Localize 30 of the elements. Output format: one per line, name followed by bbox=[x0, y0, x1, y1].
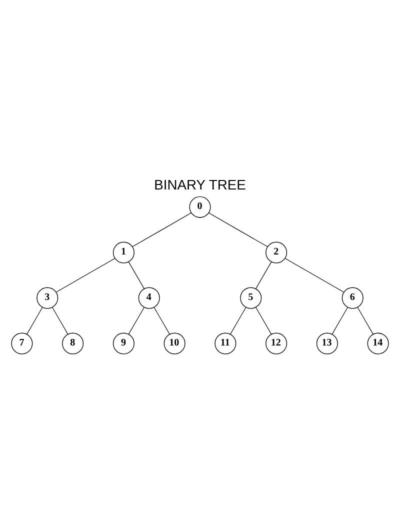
node-circle: 12 bbox=[266, 332, 288, 354]
connector bbox=[26, 306, 43, 334]
node-circle: 13 bbox=[316, 332, 338, 354]
connector bbox=[230, 306, 246, 334]
connector bbox=[332, 306, 348, 334]
connector bbox=[154, 306, 170, 334]
connector bbox=[128, 260, 145, 289]
node-circle: 14 bbox=[367, 332, 389, 354]
connector bbox=[52, 306, 68, 334]
node-circle: 0 bbox=[189, 196, 211, 218]
node-circle: 9 bbox=[112, 332, 134, 354]
node-circle: 6 bbox=[342, 286, 364, 308]
node-circle: 4 bbox=[138, 286, 160, 308]
diagram-title: BINARY TREE bbox=[154, 176, 246, 192]
connector bbox=[132, 212, 192, 246]
node-circle: 3 bbox=[36, 286, 58, 308]
node-circle: 5 bbox=[240, 286, 262, 308]
connector bbox=[284, 258, 344, 292]
connector bbox=[357, 306, 374, 334]
connector bbox=[255, 260, 272, 289]
node-circle: 8 bbox=[62, 332, 84, 354]
node-circle: 10 bbox=[164, 332, 186, 354]
connector bbox=[255, 306, 272, 334]
connector bbox=[56, 258, 116, 292]
connector bbox=[208, 212, 268, 246]
node-circle: 7 bbox=[11, 332, 33, 354]
connector bbox=[128, 306, 145, 334]
node-circle: 11 bbox=[214, 332, 236, 354]
node-circle: 2 bbox=[266, 241, 288, 263]
node-circle: 1 bbox=[112, 241, 134, 263]
